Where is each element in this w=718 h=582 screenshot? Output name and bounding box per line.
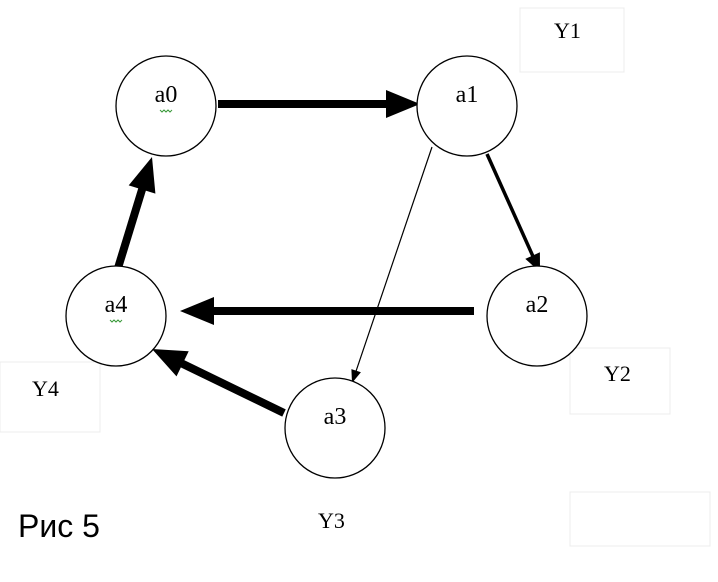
node-label-a3: a3 [324,404,347,430]
arrowhead-a4-a0 [128,157,156,194]
edge-a4-to-a0 [114,157,156,270]
state-node-a4: a4 [65,265,167,367]
output-label-y2: Y2 [604,361,631,386]
state-node-a3: a3 [284,377,386,479]
node-circle-a0 [115,55,217,157]
y4-box-outline [0,361,101,433]
edge-a0-to-a1 [218,90,420,118]
arrowhead-a1-a3 [351,369,361,383]
edge-a1-to-a3 [351,146,433,383]
output-label-y4: Y4 [32,376,59,401]
edge-line-a1-a3 [355,146,433,372]
state-node-a1: a1 [416,55,518,157]
edge-line-a1-a2 [485,153,535,258]
node-circle-a2 [486,265,588,367]
node-circle-a3 [284,377,386,479]
edge-a1-to-a2 [485,153,540,272]
figure-caption: Рис 5 [18,508,100,544]
arrowhead-a3-a4 [152,349,189,377]
edge-line-a3-a4 [179,359,286,417]
output-label-y3: Y3 [318,508,345,533]
spellcheck-underline-a0 [159,109,173,113]
edge-a2-to-a4 [180,297,474,325]
node-label-a0: a0 [155,82,178,108]
nodes-layer: a0 a1 a2 a3 a4 [65,55,588,479]
arrowhead-a0-a1 [386,90,420,118]
edge-line-a4-a0 [114,187,147,270]
y1-box-outline [519,7,625,73]
arrowhead-a2-a4 [180,297,214,325]
node-label-a2: a2 [526,292,549,318]
spellcheck-underline-a4 [109,319,123,323]
node-label-a4: a4 [105,292,128,318]
state-node-a0: a0 [115,55,217,157]
empty-box-outline [569,491,711,547]
node-circle-a1 [416,55,518,157]
edges-layer [114,90,540,417]
node-circle-a4 [65,265,167,367]
state-node-a2: a2 [486,265,588,367]
output-label-y1: Y1 [554,18,581,43]
edge-a3-to-a4 [152,349,286,417]
y2-box-outline [569,347,671,415]
node-label-a1: a1 [456,82,479,108]
